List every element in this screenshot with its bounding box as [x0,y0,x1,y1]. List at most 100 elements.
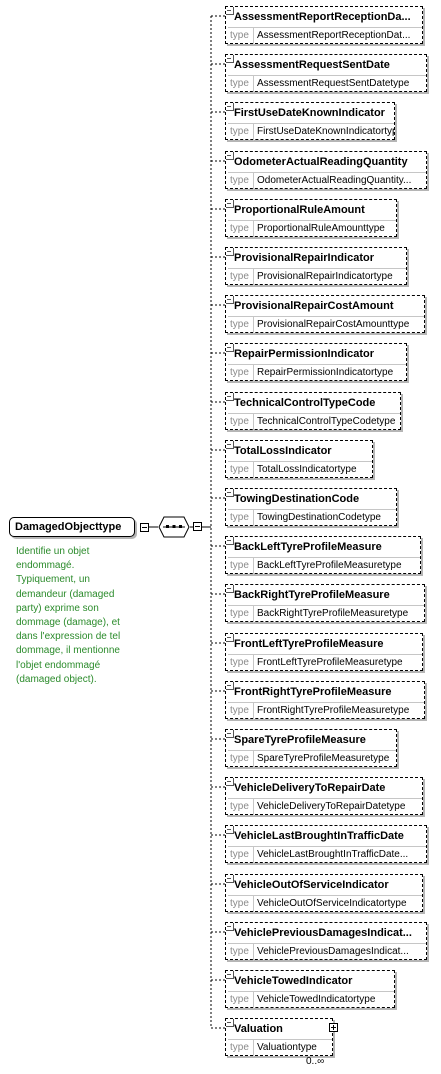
sequence-collapse-icon[interactable] [193,522,202,531]
type-label: type [228,847,254,864]
type-label: type [228,414,254,431]
type-label: type [228,751,254,768]
element-marker-icon [226,200,234,208]
element-name: ProvisionalRepairIndicator [234,252,374,264]
type-label: type [228,896,254,913]
element-type: ProportionalRuleAmounttype [257,223,385,234]
type-label: type [228,1040,254,1057]
type-label: type [228,944,254,961]
element-type: SpareTyreProfileMeasuretype [257,753,390,764]
type-label: type [228,703,254,720]
element-marker-icon [226,682,234,690]
expand-icon[interactable] [329,1023,338,1032]
type-label: type [228,510,254,527]
sequence-compositor-icon [158,516,190,538]
element-name: Valuation [234,1023,283,1035]
element-marker-icon [226,634,234,642]
element-name: ProvisionalRepairCostAmount [234,300,394,312]
element-type: VehicleDeliveryToRepairDatetype [257,801,406,812]
element-type: AssessmentRequestSentDatetype [257,78,410,89]
element-marker-icon [226,585,234,593]
element-name: FirstUseDateKnownIndicator [234,107,385,119]
element-type: RepairPermissionIndicatortype [257,367,394,378]
element-marker-icon [226,393,234,401]
element-type: OdometerActualReadingQuantity... [257,175,412,186]
root-documentation: Identifie un objet endommagé. Typiquemen… [16,546,121,685]
element-marker-icon [226,778,234,786]
element-name: FrontRightTyreProfileMeasure [234,686,392,698]
element-name: VehicleLastBroughtInTrafficDate [234,830,404,842]
element-name: OdometerActualReadingQuantity [234,156,408,168]
type-label: type [228,558,254,575]
element-name: BackLeftTyreProfileMeasure [234,541,382,553]
element-type: VehicleOutOfServiceIndicatortype [257,898,407,909]
element-name: ProportionalRuleAmount [234,204,365,216]
element-name: RepairPermissionIndicator [234,348,374,360]
type-label: type [228,173,254,190]
element-name: TotalLossIndicator [234,445,332,457]
root-collapse-icon[interactable] [140,523,149,532]
type-label: type [228,28,254,45]
element-marker-icon [226,248,234,256]
element-type: VehiclePreviousDamagesIndicat... [257,946,409,957]
element-type: ProvisionalRepairIndicatortype [257,271,393,282]
element-marker-icon [226,730,234,738]
element-name: AssessmentRequestSentDate [234,59,390,71]
element-type: BackRightTyreProfileMeasuretype [257,608,409,619]
element-marker-icon [226,826,234,834]
type-label: type [228,462,254,479]
element-marker-icon [226,971,234,979]
element-type: VehicleLastBroughtInTrafficDate... [257,849,409,860]
type-label: type [228,317,254,334]
element-name: FrontLeftTyreProfileMeasure [234,638,384,650]
root-type-box[interactable]: DamagedObjecttype [9,517,135,537]
element-type: FrontLeftTyreProfileMeasuretype [257,657,403,668]
element-name: TowingDestinationCode [234,493,360,505]
type-label: type [228,76,254,93]
cardinality-label: 0..∞ [306,1056,325,1067]
element-marker-icon [226,152,234,160]
element-name: VehicleTowedIndicator [234,975,353,987]
element-name: TechnicalControlTypeCode [234,397,376,409]
element-type: ProvisionalRepairCostAmounttype [257,319,410,330]
element-marker-icon [226,103,234,111]
element-marker-icon [226,1019,234,1027]
element-type: TotalLossIndicatortype [257,464,357,475]
element-marker-icon [226,55,234,63]
